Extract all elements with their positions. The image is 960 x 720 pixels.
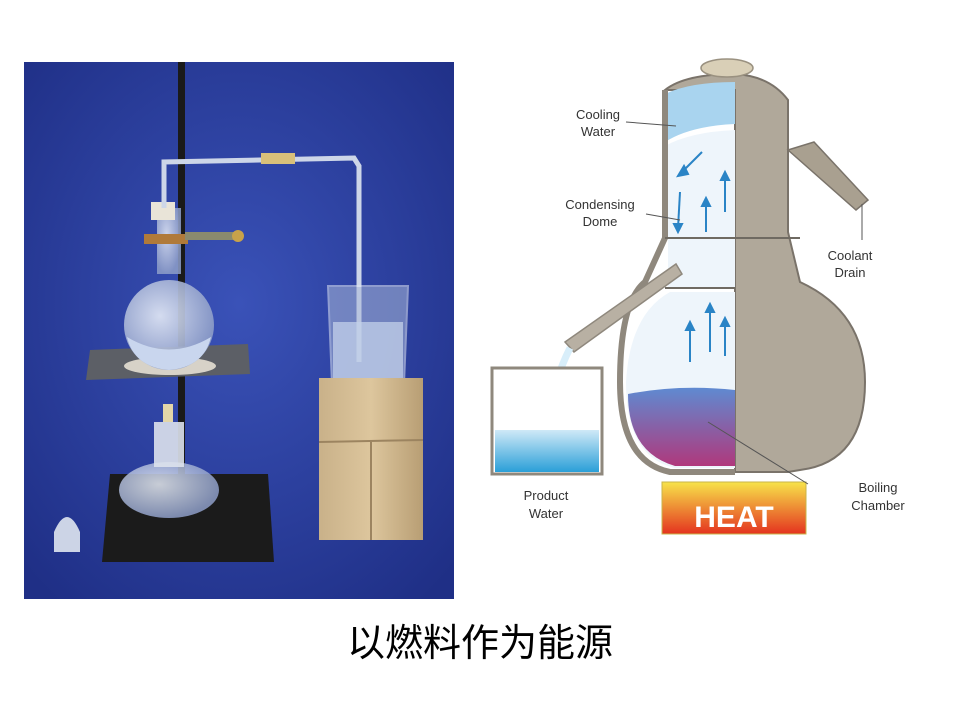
- product-water-label: Product: [524, 488, 569, 503]
- flask-stopper: [151, 202, 175, 220]
- alcohol-burner: [119, 462, 219, 518]
- product-water: [495, 430, 599, 472]
- boiling-water: [628, 387, 735, 466]
- vapour-chamber: [668, 238, 735, 288]
- block-seam-h: [318, 439, 424, 443]
- boiling-chamber-label: Boiling: [858, 480, 897, 495]
- slide-caption: 以燃料作为能源: [346, 621, 613, 665]
- product-water-label-2: Water: [529, 506, 564, 521]
- clamp-arm: [185, 232, 237, 240]
- cooling-water-label-2: Water: [581, 124, 616, 139]
- cooling-water-label: Cooling: [576, 107, 620, 122]
- burner-cap: [54, 517, 80, 552]
- coolant-drain-pipe: [786, 141, 870, 211]
- condensing-dome: [665, 130, 735, 238]
- still-diagram: HEAT Cooling Water Condensing Dome Coola…: [490, 58, 905, 535]
- cooling-water: [665, 82, 735, 142]
- lid-knob: [700, 58, 754, 78]
- distillation-lab-photo: [24, 62, 454, 599]
- heat-box: [661, 481, 807, 535]
- condensing-dome-label: Condensing: [565, 197, 634, 212]
- coolant-drain-label: Coolant: [828, 248, 873, 263]
- burner-wick: [163, 404, 173, 422]
- beaker-water: [333, 322, 403, 382]
- leader-lines: [625, 121, 863, 485]
- delivery-tube: [161, 155, 362, 362]
- flask-liquid: [127, 337, 211, 370]
- heat-label: HEAT: [694, 501, 773, 534]
- vapour-arrows: [672, 151, 731, 362]
- burner-wick-holder: [154, 422, 184, 467]
- clamp-knob: [232, 230, 244, 242]
- stand-rod: [178, 62, 185, 492]
- coolant-drain-label-2: Drain: [834, 265, 865, 280]
- condensing-dome-label-2: Dome: [583, 214, 618, 229]
- boiling-chamber-label-2: Chamber: [851, 498, 905, 513]
- rubber-joint: [261, 153, 295, 164]
- clamp: [144, 234, 188, 244]
